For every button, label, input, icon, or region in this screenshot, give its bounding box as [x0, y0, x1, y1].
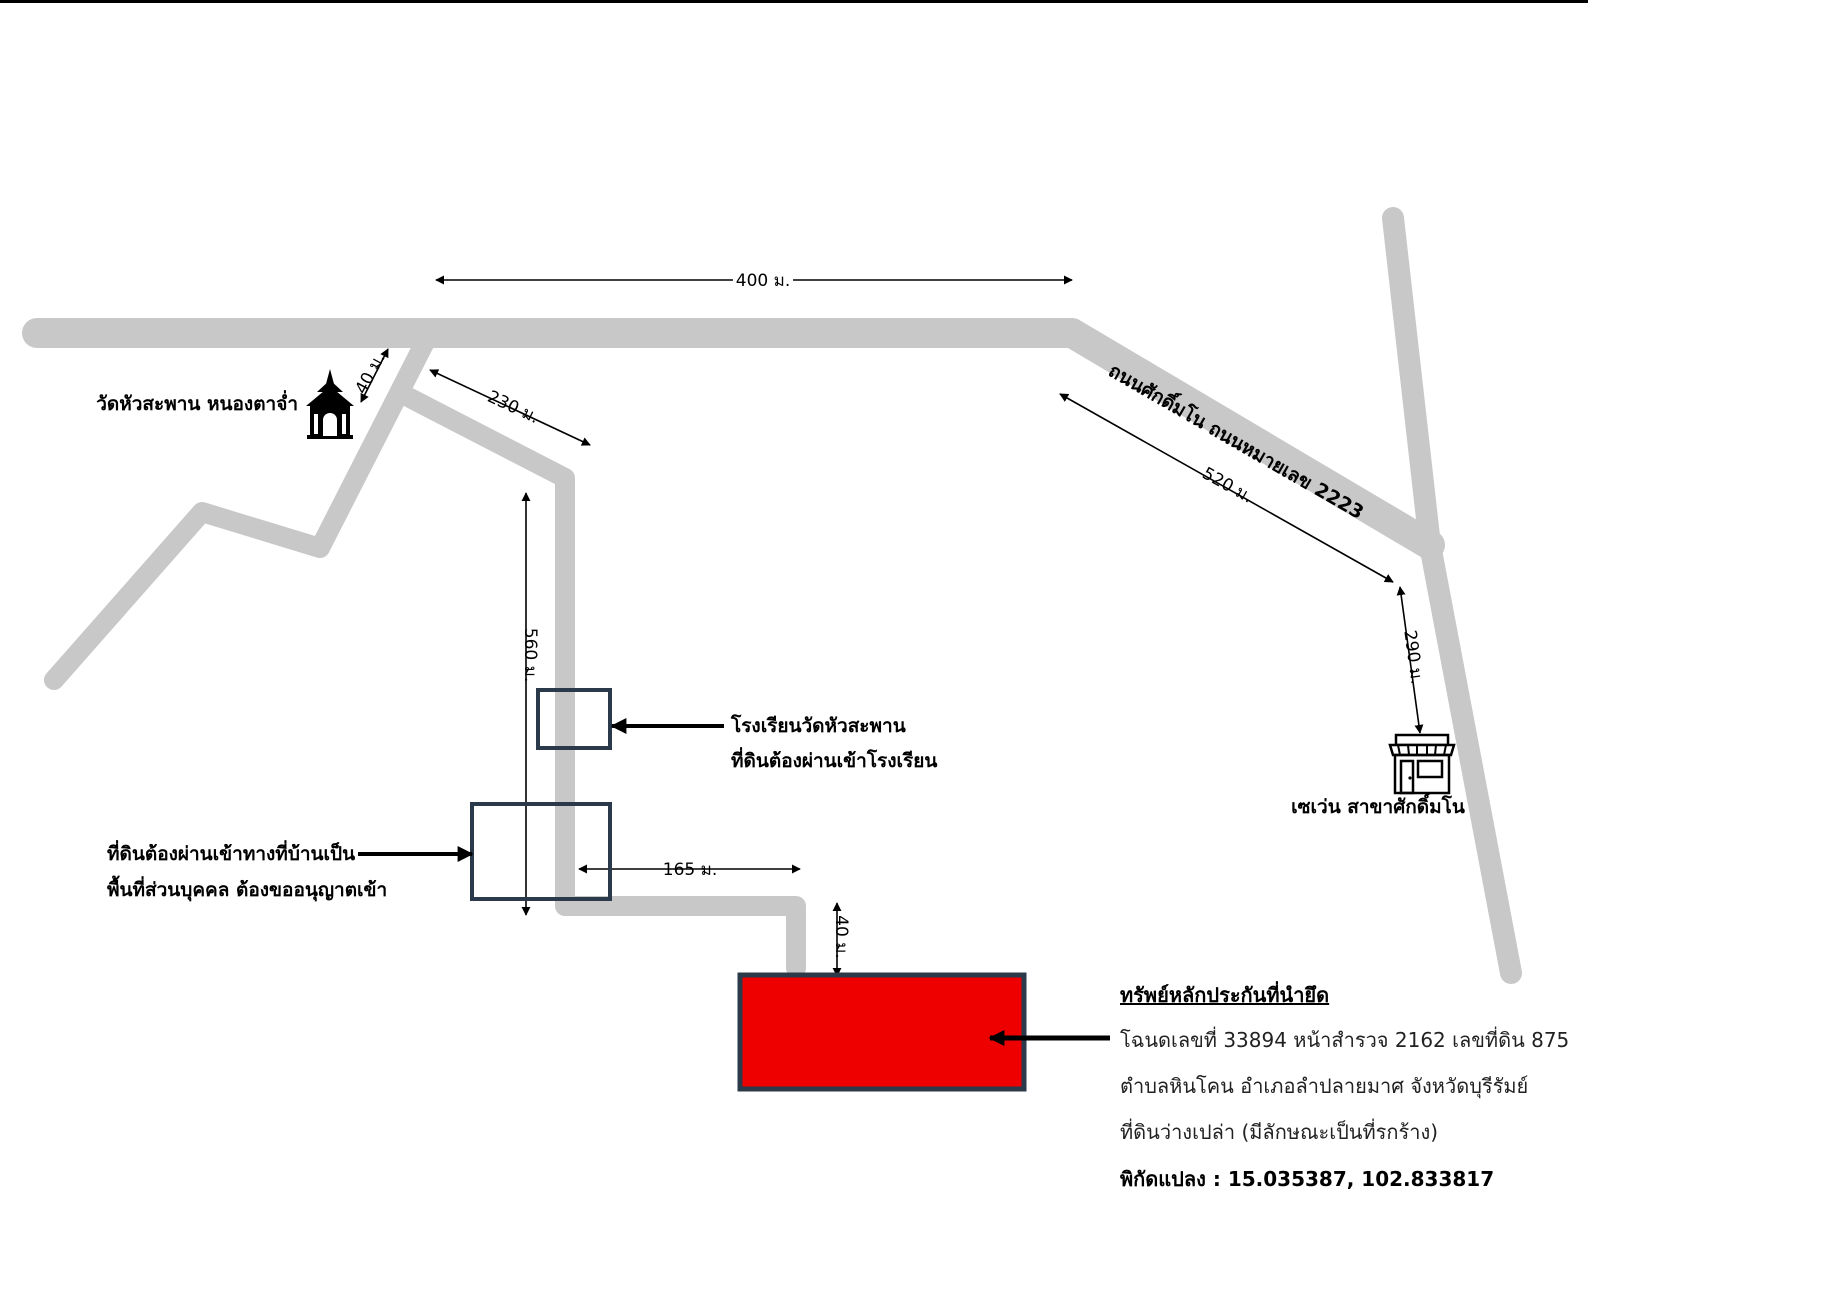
store-label: เซเว่น สาขาศักดิ์มโน: [1291, 792, 1465, 818]
dist-arrow-40-temple: [360, 348, 389, 403]
temple-label: วัดหัวสะพาน หนองตาจ่ำ: [96, 390, 298, 415]
dist-label-230: 230 ม.: [484, 387, 542, 428]
dist-label-400: 400 ม.: [736, 271, 790, 291]
property-info: ทรัพย์หลักประกันที่นำยึด โฉนดเลขที่ 3389…: [1120, 980, 1569, 1191]
village-road: [400, 388, 806, 978]
dist-label-40-temple: 40 ม.: [352, 350, 390, 398]
property-coordinates: พิกัดแปลง : 15.035387, 102.833817: [1120, 1167, 1494, 1191]
property-description: ที่ดินว่างเปล่า (มีลักษณะเป็นที่รกร้าง): [1120, 1118, 1438, 1144]
private-label-line2: พื้นที่ส่วนบุคคล ต้องขออนุญาตเข้า: [107, 875, 387, 902]
dist-label-520: 520 ม.: [1199, 464, 1256, 508]
property-plot: [737, 972, 1027, 1092]
property-title: ทรัพย์หลักประกันที่นำยึด: [1120, 980, 1329, 1007]
dist-arrow-230: [429, 369, 591, 446]
dist-arrow-520: [1059, 393, 1394, 583]
highway-2223: [1382, 207, 1522, 984]
private-label-line1: ที่ดินต้องผ่านเข้าทางที่บ้านเป็น: [107, 840, 355, 865]
dist-label-165: 165 ม.: [663, 860, 717, 880]
store-icon: [1388, 733, 1456, 795]
dist-label-40-plot: 40 ม.: [831, 915, 851, 959]
property-deed: โฉนดเลขที่ 33894 หน้าสำรวจ 2162 เลขที่ดิ…: [1120, 1026, 1569, 1052]
west-road: [44, 334, 434, 690]
measurements: 400 ม. 230 ม. 40 ม. 560 ม. 520 ม. 290 ม.…: [352, 271, 1427, 977]
dist-label-290: 290 ม.: [1399, 629, 1426, 686]
dist-arrow-290: [1396, 586, 1424, 734]
private-land-box: [470, 802, 612, 901]
school-label-line2: ที่ดินต้องผ่านเข้าโรงเรียน: [731, 747, 937, 772]
dist-label-560: 560 ม.: [520, 628, 540, 682]
property-location: ตำบลหินโคน อำเภอลำปลายมาศ จังหวัดบุรีรัม…: [1120, 1074, 1528, 1099]
temple-icon: [306, 369, 354, 439]
school-box: [536, 688, 612, 750]
school-label-line1: โรงเรียนวัดหัวสะพาน: [730, 714, 906, 737]
